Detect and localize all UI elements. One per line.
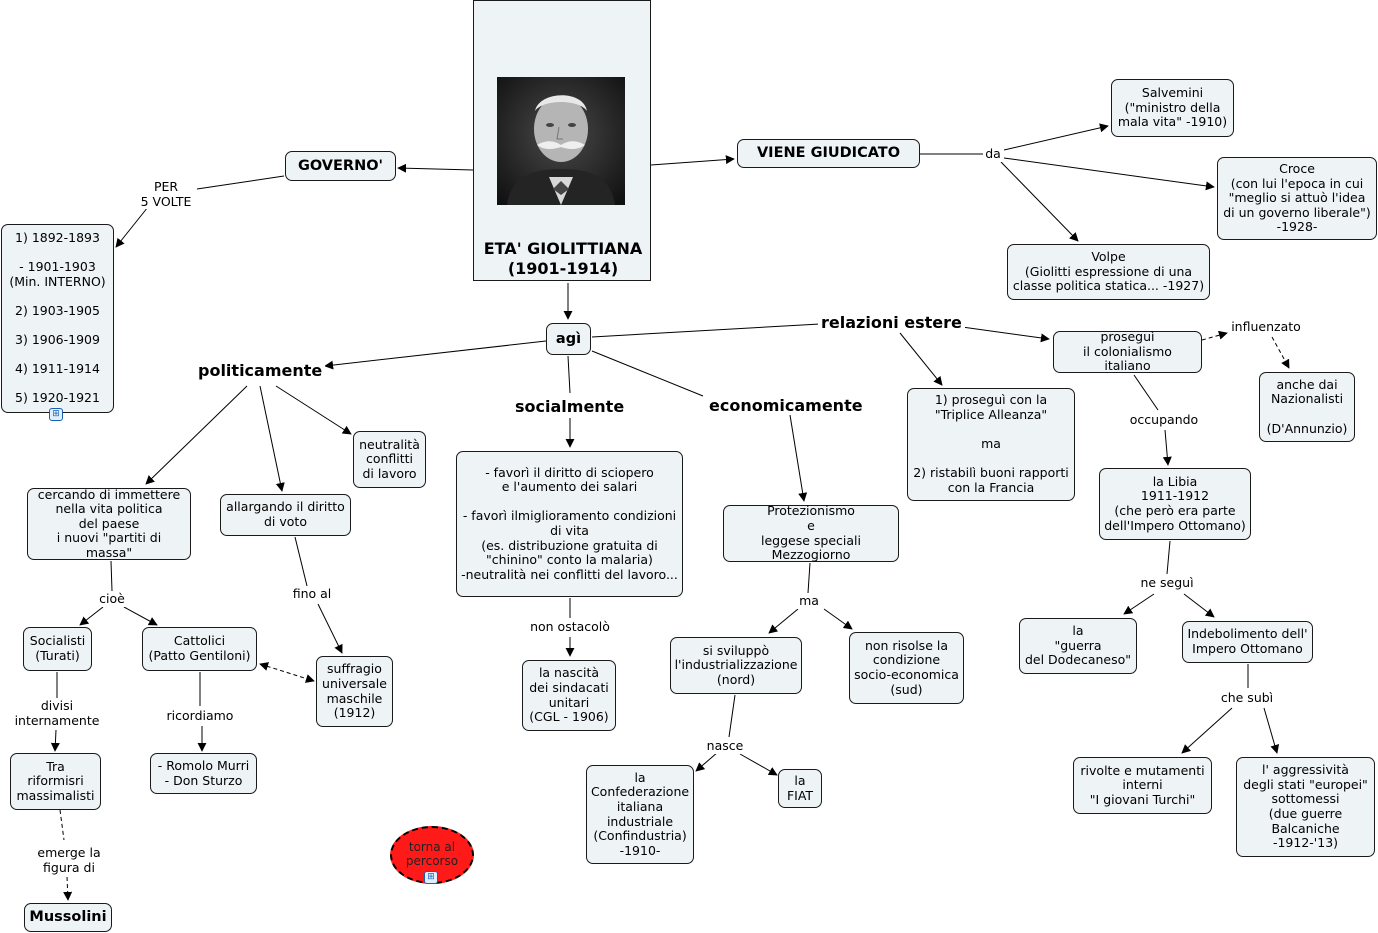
non-risolse-node[interactable]: non risolse la condizione socio-economic… bbox=[849, 632, 964, 704]
libia-node[interactable]: la Libia 1911-1912 (che però era parte d… bbox=[1099, 468, 1251, 540]
murri-sturzo-node[interactable]: - Romolo Murri - Don Sturzo bbox=[150, 753, 257, 794]
viene-giudicato-node[interactable]: VIENE GIUDICATO bbox=[737, 139, 920, 168]
giovani-turchi-node[interactable]: rivolte e mutamenti interni "I giovani T… bbox=[1073, 757, 1212, 814]
portrait-photo bbox=[497, 77, 625, 205]
dodecaneso-node[interactable]: la "guerra del Dodecaneso" bbox=[1019, 618, 1137, 674]
colonialismo-node[interactable]: proseguì il colonialismo italiano bbox=[1053, 329, 1202, 373]
che-subi-label: che subì bbox=[1218, 690, 1276, 706]
governo-node[interactable]: GOVERNO' bbox=[285, 151, 396, 181]
influenzato-label: influenzato bbox=[1228, 319, 1304, 335]
indebolimento-node[interactable]: Indebolimento dell' Impero Ottomano bbox=[1182, 621, 1313, 663]
map-title: ETA' GIOLITTIANA (1901-1914) bbox=[483, 239, 643, 278]
fino-al-label: fino al bbox=[290, 586, 334, 602]
economicamente-label[interactable]: economicamente bbox=[706, 396, 866, 415]
neutralita-node[interactable]: neutralità conflitti di lavoro bbox=[353, 431, 426, 488]
nasce-label: nasce bbox=[705, 738, 745, 754]
non-ostacolo-label: non ostacolò bbox=[528, 619, 612, 635]
salvemini-node[interactable]: Salvemini ("ministro della mala vita" -1… bbox=[1111, 79, 1234, 137]
aggressivita-node[interactable]: l' aggressività degli stati "europei" so… bbox=[1236, 757, 1375, 857]
emerge-label: emerge la figura di bbox=[30, 845, 108, 876]
croce-node[interactable]: Croce (con lui l'epoca in cui "meglio si… bbox=[1217, 157, 1377, 240]
cioe-label: cioè bbox=[95, 591, 129, 607]
confindustria-node[interactable]: la Confederazione italiana industriale (… bbox=[586, 765, 694, 864]
concept-map-link-icon[interactable]: ⊞ bbox=[49, 408, 63, 421]
sindacati-node[interactable]: la nascità dei sindacati unitari (CGL - … bbox=[522, 660, 616, 731]
central-topic: ETA' GIOLITTIANA (1901-1914) bbox=[473, 0, 651, 281]
ma-label: ma bbox=[797, 593, 821, 609]
ricordiamo-label: ricordiamo bbox=[164, 708, 236, 724]
mandates-list-node[interactable]: 1) 1892-1893 - 1901-1903 (Min. INTERNO) … bbox=[1, 224, 114, 413]
concept-map-link-icon[interactable]: ⊞ bbox=[424, 871, 438, 884]
socialisti-node[interactable]: Socialisti (Turati) bbox=[23, 627, 92, 671]
partiti-di-massa-node[interactable]: cercando di immettere nella vita politic… bbox=[27, 487, 191, 560]
politicamente-label[interactable]: politicamente bbox=[195, 361, 326, 380]
occupando-label: occupando bbox=[1129, 412, 1199, 428]
triplice-alleanza-node[interactable]: 1) proseguì con la "Triplice Alleanza" m… bbox=[907, 388, 1075, 501]
nazionalisti-node[interactable]: anche dai Nazionalisti (D'Annunzio) bbox=[1259, 372, 1355, 442]
volpe-node[interactable]: Volpe (Giolitti espressione di una class… bbox=[1007, 244, 1210, 300]
divisi-label: divisi internamente bbox=[11, 698, 103, 729]
mussolini-node[interactable]: Mussolini bbox=[24, 903, 112, 932]
protezionismo-node[interactable]: Protezionismo e leggese speciali Mezzogi… bbox=[723, 504, 899, 562]
cattolici-node[interactable]: Cattolici (Patto Gentiloni) bbox=[142, 627, 257, 671]
socialmente-label[interactable]: socialmente bbox=[512, 397, 628, 416]
industrializzazione-node[interactable]: si sviluppò l'industrializzazione (nord) bbox=[670, 637, 802, 694]
relazioni-estere-label[interactable]: relazioni estere bbox=[818, 313, 965, 332]
riformisti-massimalisti-node[interactable]: Tra riformisri massimalisti bbox=[10, 753, 101, 810]
agi-node[interactable]: agì bbox=[546, 323, 591, 355]
per-5-volte-label: PER 5 VOLTE bbox=[136, 179, 196, 210]
ne-segui-label: ne seguì bbox=[1138, 575, 1196, 591]
suffragio-node[interactable]: suffragio universale maschile (1912) bbox=[316, 656, 393, 727]
allargando-node[interactable]: allargando il diritto di voto bbox=[220, 494, 351, 536]
da-label: da bbox=[983, 146, 1003, 162]
fiat-node[interactable]: la FIAT bbox=[778, 769, 822, 808]
social-policies-node[interactable]: - favorì il diritto di sciopero e l'aume… bbox=[456, 451, 683, 597]
